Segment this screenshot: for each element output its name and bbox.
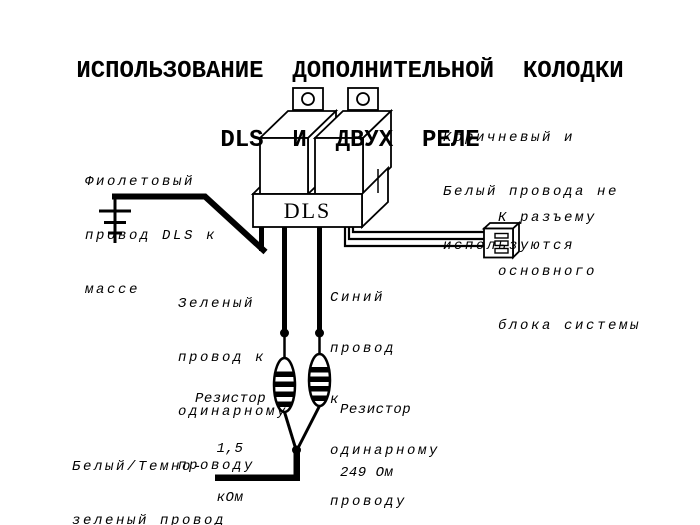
label-lock-control-wire: Белый/Темно- зеленый провод на блоке упр… (72, 459, 227, 525)
ground-symbol-icon (99, 194, 131, 243)
label-main-unit-connector: К разъему основного блока системы (498, 210, 642, 334)
green-wire (280, 227, 289, 359)
lock-control-wire (215, 405, 321, 481)
title-line-1: ИСПОЛЬЗОВАНИЕ ДОПОЛНИТЕЛЬНОЙ КОЛОДКИ (76, 58, 624, 85)
relay-tab-left (292, 87, 324, 111)
dls-base (252, 165, 389, 230)
label-blue-wire: Синий провод к одинарному проводу (330, 290, 441, 510)
dls-base-label: DLS (283, 198, 332, 223)
violet-wire (112, 193, 268, 255)
label-green-wire: Зеленый провод к одинарному проводу (178, 296, 289, 474)
title-line-2: DLS И ДВУХ РЕЛЕ (220, 127, 480, 154)
resistor-right-icon (307, 352, 332, 408)
blue-wire (315, 227, 324, 356)
label-resistor-249-ohm: Резистор 249 Ом (340, 402, 412, 481)
tab-hole-icon (356, 92, 370, 106)
connector-wires (343, 227, 484, 248)
relay-tab-right (347, 87, 379, 111)
label-resistor-1-5-kohm: Резистор 1,5 кОм (195, 391, 267, 506)
page-title: ИСПОЛЬЗОВАНИЕ ДОПОЛНИТЕЛЬНОЙ КОЛОДКИ DLS… (0, 14, 700, 198)
label-violet-wire: Фиолетовый провод DLS к массе (85, 174, 218, 298)
main-unit-connector-icon (481, 220, 522, 260)
label-unused-wires: Коричневый и Белый провода не используют… (443, 130, 620, 254)
relay-block (250, 87, 394, 230)
tab-hole-icon (301, 92, 315, 106)
